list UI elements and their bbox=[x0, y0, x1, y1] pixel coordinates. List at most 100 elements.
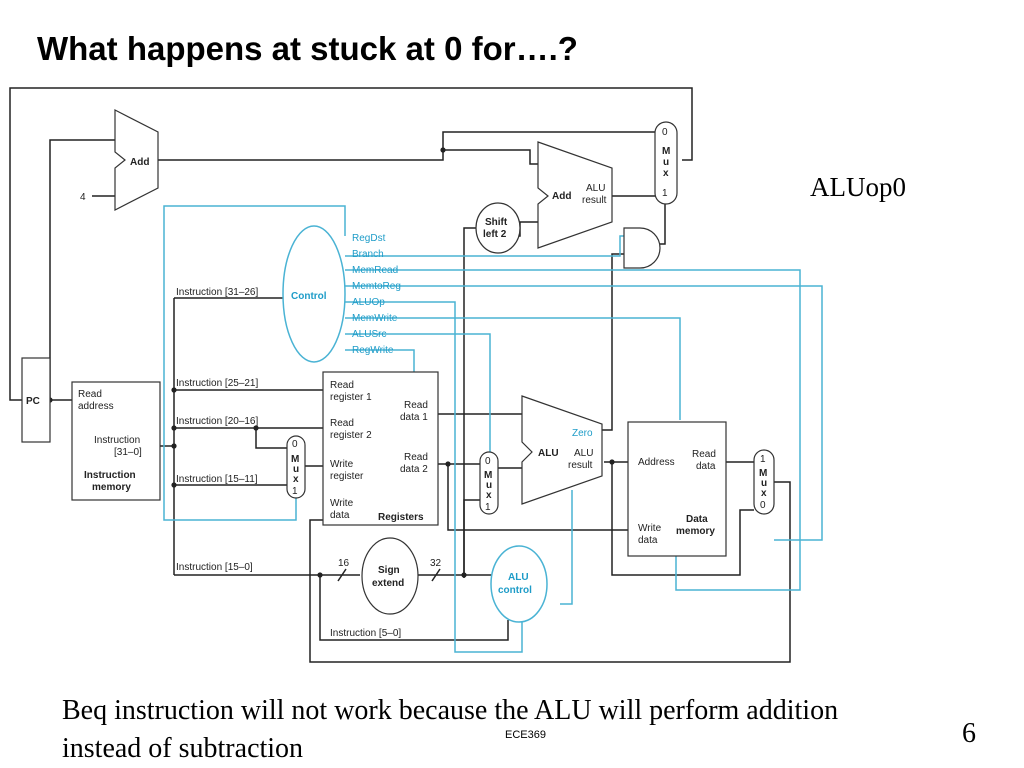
svg-text:address: address bbox=[78, 401, 114, 412]
svg-text:u: u bbox=[761, 478, 767, 489]
svg-text:Read: Read bbox=[404, 452, 428, 463]
control-unit: Control bbox=[282, 225, 346, 363]
svg-text:16: 16 bbox=[338, 558, 350, 569]
svg-text:Write: Write bbox=[330, 498, 354, 509]
svg-text:data: data bbox=[638, 535, 658, 546]
svg-text:data 1: data 1 bbox=[400, 412, 428, 423]
svg-text:register 1: register 1 bbox=[330, 392, 372, 403]
memtoreg-mux: 1 M u x 0 bbox=[753, 449, 775, 515]
svg-text:result: result bbox=[568, 460, 593, 471]
svg-text:M: M bbox=[662, 146, 670, 157]
and-gate bbox=[623, 227, 661, 269]
svg-text:Instruction: Instruction bbox=[84, 470, 136, 481]
svg-text:[31–0]: [31–0] bbox=[114, 447, 142, 458]
pc-adder: Add bbox=[114, 109, 159, 211]
svg-text:Write: Write bbox=[330, 459, 354, 470]
alusrc-mux: 0 M u x 1 bbox=[479, 451, 499, 515]
svg-text:left 2: left 2 bbox=[483, 229, 507, 240]
svg-text:1: 1 bbox=[662, 188, 668, 199]
svg-text:result: result bbox=[582, 195, 607, 206]
svg-text:1: 1 bbox=[485, 502, 491, 513]
svg-text:x: x bbox=[293, 474, 299, 485]
svg-text:ALUSrc: ALUSrc bbox=[352, 329, 386, 340]
junction-dots bbox=[47, 147, 615, 578]
svg-text:0: 0 bbox=[485, 456, 491, 467]
svg-text:ALUOp: ALUOp bbox=[352, 297, 385, 308]
slide-caption: Beq instruction will not work because th… bbox=[62, 695, 839, 764]
svg-text:x: x bbox=[761, 488, 767, 499]
control-signal-labels: RegDst Branch MemRead MemtoReg ALUOp Mem… bbox=[352, 233, 401, 356]
label-instr-31-26: Instruction [31–26] bbox=[176, 287, 258, 298]
svg-text:u: u bbox=[663, 157, 669, 168]
control-wires bbox=[163, 205, 823, 653]
program-counter: PC bbox=[21, 357, 51, 443]
label-instr-5-0: Instruction [5–0] bbox=[330, 628, 401, 639]
svg-text:M: M bbox=[759, 468, 767, 479]
svg-text:Write: Write bbox=[638, 523, 662, 534]
svg-text:Read: Read bbox=[404, 400, 428, 411]
svg-text:1: 1 bbox=[292, 486, 298, 497]
svg-text:MemtoReg: MemtoReg bbox=[352, 281, 401, 292]
svg-text:ALU: ALU bbox=[586, 183, 605, 194]
svg-text:x: x bbox=[663, 168, 669, 179]
svg-text:Add: Add bbox=[552, 191, 571, 202]
svg-text:register: register bbox=[330, 471, 364, 482]
svg-text:data 2: data 2 bbox=[400, 464, 428, 475]
register-file: Read register 1 Read register 2 Write re… bbox=[322, 371, 439, 526]
svg-text:ALU: ALU bbox=[538, 448, 559, 459]
svg-text:PC: PC bbox=[26, 396, 40, 407]
alu-control: ALU control bbox=[490, 545, 548, 623]
side-note: ALUop0 bbox=[810, 172, 906, 202]
svg-text:Sign: Sign bbox=[378, 565, 400, 576]
svg-text:Add: Add bbox=[130, 157, 149, 168]
sign-extend: Sign extend 16 32 bbox=[337, 537, 442, 615]
svg-text:ALU: ALU bbox=[574, 448, 593, 459]
slide-title: What happens at stuck at 0 for….? bbox=[37, 30, 578, 67]
svg-text:register 2: register 2 bbox=[330, 430, 372, 441]
regdst-mux: 0 M u x 1 bbox=[286, 435, 306, 499]
svg-text:Read: Read bbox=[78, 389, 102, 400]
svg-text:M: M bbox=[291, 454, 299, 465]
svg-text:Registers: Registers bbox=[378, 512, 424, 523]
svg-text:Data: Data bbox=[686, 514, 708, 525]
label-instr-25-21: Instruction [25–21] bbox=[176, 378, 258, 389]
svg-text:0: 0 bbox=[662, 127, 668, 138]
label-instr-20-16: Instruction [20–16] bbox=[176, 416, 258, 427]
svg-text:0: 0 bbox=[760, 500, 766, 511]
svg-text:Read: Read bbox=[692, 449, 716, 460]
slide-footer: ECE369 bbox=[505, 729, 546, 741]
svg-text:extend: extend bbox=[372, 578, 404, 589]
svg-text:RegDst: RegDst bbox=[352, 233, 386, 244]
constant-four: 4 bbox=[80, 192, 86, 203]
label-instr-15-0: Instruction [15–0] bbox=[176, 562, 253, 573]
svg-text:MemRead: MemRead bbox=[352, 265, 398, 276]
svg-text:u: u bbox=[293, 464, 299, 475]
svg-text:memory: memory bbox=[676, 526, 715, 537]
svg-text:M: M bbox=[484, 470, 492, 481]
svg-text:Branch: Branch bbox=[352, 249, 384, 260]
svg-text:data: data bbox=[696, 461, 716, 472]
svg-text:control: control bbox=[498, 585, 532, 596]
svg-text:MemWrite: MemWrite bbox=[352, 313, 398, 324]
datapath-wires bbox=[9, 87, 791, 663]
svg-text:data: data bbox=[330, 510, 350, 521]
main-alu: ALU Zero ALU result bbox=[521, 395, 603, 505]
svg-text:Read: Read bbox=[330, 418, 354, 429]
svg-text:ALU: ALU bbox=[508, 572, 529, 583]
svg-text:Control: Control bbox=[291, 291, 327, 302]
svg-text:memory: memory bbox=[92, 482, 131, 493]
instruction-memory: Read address Instruction [31–0] Instruct… bbox=[71, 381, 161, 501]
svg-text:1: 1 bbox=[760, 454, 766, 465]
branch-adder: Add ALU result bbox=[537, 141, 613, 249]
svg-text:Address: Address bbox=[638, 457, 675, 468]
svg-text:Instruction: Instruction bbox=[94, 435, 140, 446]
svg-text:RegWrite: RegWrite bbox=[352, 345, 394, 356]
svg-text:Zero: Zero bbox=[572, 428, 593, 439]
svg-text:Shift: Shift bbox=[485, 217, 508, 228]
label-instr-15-11: Instruction [15–11] bbox=[176, 474, 258, 485]
svg-text:0: 0 bbox=[292, 439, 298, 450]
svg-text:Read: Read bbox=[330, 380, 354, 391]
page-number: 6 bbox=[962, 718, 976, 749]
svg-text:u: u bbox=[486, 480, 492, 491]
svg-text:32: 32 bbox=[430, 558, 442, 569]
